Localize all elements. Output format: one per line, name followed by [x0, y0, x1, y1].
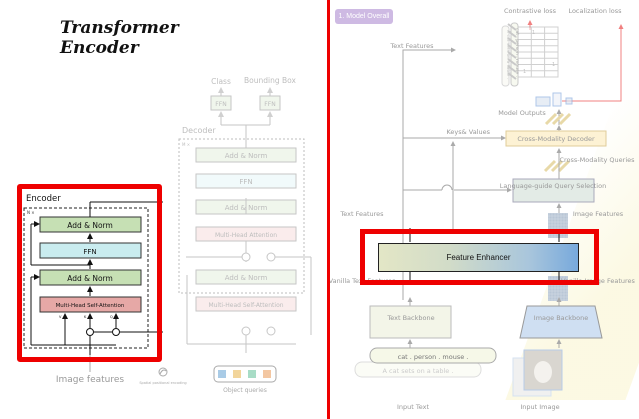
svg-text:A cat sets on a table .: A cat sets on a table . — [383, 367, 454, 375]
input-text-label: Input Text — [397, 403, 429, 411]
text-token-mark — [507, 30, 517, 38]
cross-modality-query-tokens — [543, 159, 571, 173]
svg-text:Multi-Head Self-Attention: Multi-Head Self-Attention — [208, 302, 283, 309]
image-features-label: Image features — [56, 375, 125, 385]
svg-text:Add & Norm: Add & Norm — [67, 221, 113, 230]
feature-enhancer-highlight-box — [360, 229, 599, 285]
query-selection-box — [512, 178, 595, 203]
object-query-3 — [248, 370, 256, 378]
decoder-group: Decoder M × Add & Norm FFN Add & Norm Mu… — [178, 76, 312, 353]
text-backbone-box — [369, 305, 452, 339]
svg-text:FFN: FFN — [264, 101, 275, 108]
decoder-ffn — [195, 173, 297, 189]
similarity-matrix: 1 1 1 cat . person . mouse . A cat sets … — [501, 22, 559, 87]
svg-text:Language-guide Query Selection: Language-guide Query Selection — [500, 182, 606, 190]
section-badge: 1. Model Overall — [335, 9, 393, 24]
object-queries-label: Object queries — [223, 387, 267, 394]
rotated-prompt-1: cat . person . mouse . — [514, 28, 520, 77]
encoder-repeat: N × — [27, 210, 35, 215]
cross-modality-label: Cross-Modality Queries — [559, 156, 635, 164]
model-outputs-label: Model Outputs — [498, 109, 546, 117]
object-query-1 — [218, 370, 226, 378]
svg-text:1: 1 — [532, 30, 535, 36]
svg-text:Add & Norm: Add & Norm — [225, 274, 268, 282]
svg-text:Cross-Modality Decoder: Cross-Modality Decoder — [517, 135, 595, 143]
text-token-mark — [507, 44, 517, 52]
text-prompt-1 — [369, 347, 497, 364]
svg-text:V: V — [59, 315, 62, 319]
output-box-2 — [552, 92, 562, 107]
decoder-add-norm-1 — [195, 269, 297, 285]
text-token-mark — [507, 65, 517, 73]
svg-text:cat . person . mouse .: cat . person . mouse . — [398, 353, 469, 361]
encoder-label: Encoder — [26, 194, 61, 204]
cross-modality-decoder-box — [505, 130, 607, 147]
text-token-mark — [507, 72, 517, 80]
svg-text:FFN: FFN — [239, 178, 252, 186]
localization-loss-label: Localization loss — [568, 7, 622, 15]
svg-text:Text Backbone: Text Backbone — [386, 314, 434, 322]
object-query-4 — [263, 370, 271, 378]
svg-text:Add & Norm: Add & Norm — [225, 152, 268, 160]
svg-text:FFN: FFN — [83, 248, 96, 256]
text-features-top-label: Text Features — [389, 42, 434, 50]
encoder-self-attention — [39, 296, 142, 313]
svg-text:FFN: FFN — [215, 101, 226, 108]
svg-text:K: K — [84, 315, 87, 319]
diagram-title: Transformer Encoder — [60, 18, 179, 58]
image-features-label: Image Features — [573, 210, 624, 218]
decoder-self-attention — [195, 296, 297, 312]
svg-text:1: 1 — [552, 62, 555, 68]
encoder-add-norm-1 — [39, 269, 142, 286]
svg-text:Multi-Head Attention: Multi-Head Attention — [215, 232, 277, 239]
cat-photo — [534, 361, 552, 383]
panel-divider — [327, 0, 330, 419]
decoder-output-tokens — [544, 112, 572, 126]
svg-text:Image Backbone: Image Backbone — [534, 314, 588, 322]
decoder-label: Decoder — [182, 126, 216, 135]
keys-values-label: Keys& Values — [446, 128, 490, 136]
output-box-1 — [535, 96, 551, 107]
text-token-mark — [507, 58, 517, 66]
encoder-group: Encoder N × Add & Norm FFN Add & Norm Mu… — [23, 194, 163, 370]
svg-text:Multi-Head Self-Attention: Multi-Head Self-Attention — [56, 303, 125, 309]
text-token-mark — [507, 51, 517, 59]
image-backbone-box — [519, 305, 603, 339]
contrastive-loss-label: Contrastive loss — [504, 7, 557, 15]
feature-enhancer-box: Feature Enhancer — [378, 243, 579, 272]
rotated-prompt-2: A cat sets on a table . — [505, 30, 511, 79]
localization-loss-arrow — [562, 24, 624, 102]
output-box-3 — [565, 97, 573, 105]
text-token-mark — [507, 23, 517, 31]
text-features-label: Text Features — [339, 210, 384, 218]
object-query-2 — [233, 370, 241, 378]
positional-encoding-icon — [158, 367, 168, 377]
positional-encoding-label: Spatial positional encoding — [139, 381, 186, 385]
encoder-highlight-box — [17, 184, 162, 362]
input-image-label: Input Image — [520, 403, 559, 411]
decoder-dashed-frame — [178, 138, 305, 294]
transformer-diagram: Decoder M × Add & Norm FFN Add & Norm Mu… — [23, 76, 312, 394]
encoder-ffn — [39, 242, 142, 259]
svg-text:Q: Q — [110, 315, 113, 319]
svg-text:Add & Norm: Add & Norm — [67, 274, 113, 283]
encoder-dashed-frame — [23, 207, 149, 349]
object-queries-box — [213, 365, 277, 383]
feature-enhancer-label: Feature Enhancer — [446, 253, 511, 262]
model-overall-diagram: Contrastive loss Localization loss 1 1 1… — [330, 7, 636, 411]
class-label: Class — [211, 77, 231, 86]
decoder-repeat: M × — [182, 142, 190, 147]
text-token-mark — [507, 37, 517, 45]
svg-text:1: 1 — [523, 69, 526, 75]
bbox-label: Bounding Box — [244, 76, 296, 85]
